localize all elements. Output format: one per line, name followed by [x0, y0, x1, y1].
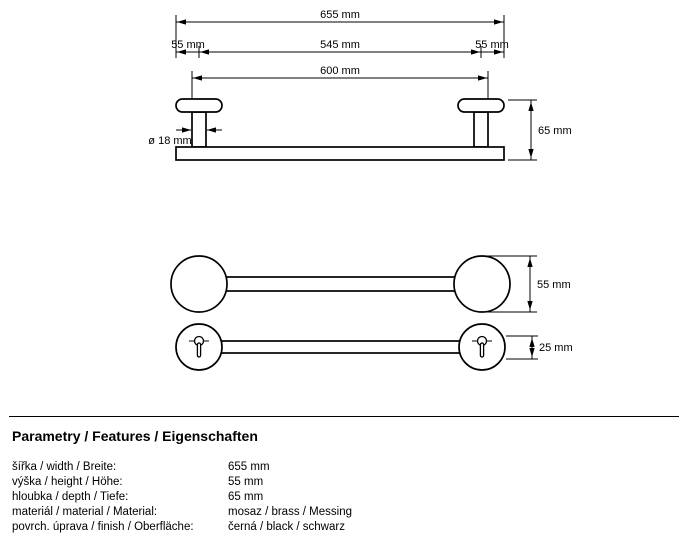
dim-bar-length: 600 mm — [191, 65, 489, 98]
dim-label-left-offset: 55 mm — [171, 39, 205, 51]
dim-depth: 25 mm — [506, 335, 573, 360]
section-divider — [9, 416, 679, 417]
dim-plate-diameter: 55 mm — [484, 255, 571, 313]
spec-label: materiál / material / Material: — [12, 506, 158, 518]
towel-rail — [224, 276, 457, 292]
towel-rail — [220, 340, 462, 354]
spec-value: 55 mm — [228, 476, 264, 488]
dim-label-rod-diameter: ø 18 mm — [148, 135, 191, 147]
front-elevation-view: 655 mm 55 mm 545 mm 55 mm — [148, 9, 572, 161]
spec-row-depth: hloubka / depth / Tiefe: 65 mm — [12, 490, 352, 505]
left-wall-plate — [175, 98, 223, 113]
front-view: 55 mm — [170, 255, 571, 313]
dim-label-center-span: 545 mm — [320, 39, 360, 51]
left-post — [191, 111, 207, 148]
left-wall-plate — [170, 255, 228, 313]
spec-row-width: šířka / width / Breite: 655 mm — [12, 460, 352, 475]
dim-label-bar-length: 600 mm — [320, 65, 360, 77]
dim-label-depth: 25 mm — [539, 342, 573, 354]
left-mounting-keyhole — [189, 335, 209, 358]
spec-value: mosaz / brass / Messing — [228, 506, 352, 518]
technical-drawing: 655 mm 55 mm 545 mm 55 mm — [148, 9, 573, 371]
top-view: 25 mm — [175, 323, 573, 371]
dim-segments: 55 mm 545 mm 55 mm — [171, 39, 509, 58]
spec-row-material: materiál / material / Material: mosaz / … — [12, 505, 352, 520]
dim-label-right-offset: 55 mm — [475, 39, 509, 51]
spec-label: výška / height / Höhe: — [12, 476, 123, 488]
right-mounting-keyhole — [472, 335, 492, 358]
spec-label: povrch. úprava / finish / Oberfläche: — [12, 521, 194, 533]
dim-rod-diameter: ø 18 mm — [148, 127, 222, 147]
towel-rail — [175, 146, 505, 161]
spec-row-finish: povrch. úprava / finish / Oberfläche: če… — [12, 520, 352, 535]
dim-label-height: 65 mm — [538, 125, 572, 137]
dim-label-total-width: 655 mm — [320, 9, 360, 21]
right-wall-plate — [453, 255, 511, 313]
spec-value: 655 mm — [228, 461, 270, 473]
spec-value: 65 mm — [228, 491, 264, 503]
spec-value: černá / black / schwarz — [228, 521, 345, 533]
dim-height: 65 mm — [508, 99, 572, 161]
dim-overall-width: 655 mm — [175, 9, 505, 58]
spec-row-height: výška / height / Höhe: 55 mm — [12, 475, 352, 490]
specs-heading: Parametry / Features / Eigenschaften — [12, 428, 258, 444]
keyhole-slot — [196, 342, 202, 358]
specs-table: šířka / width / Breite: 655 mm výška / h… — [12, 460, 352, 535]
right-wall-plate — [457, 98, 505, 113]
specs-section: Parametry / Features / Eigenschaften šíř… — [0, 416, 688, 535]
keyhole-slot — [479, 342, 485, 358]
spec-label: hloubka / depth / Tiefe: — [12, 491, 129, 503]
dim-label-plate-diameter: 55 mm — [537, 279, 571, 291]
right-post — [473, 111, 489, 148]
spec-label: šířka / width / Breite: — [12, 461, 117, 473]
